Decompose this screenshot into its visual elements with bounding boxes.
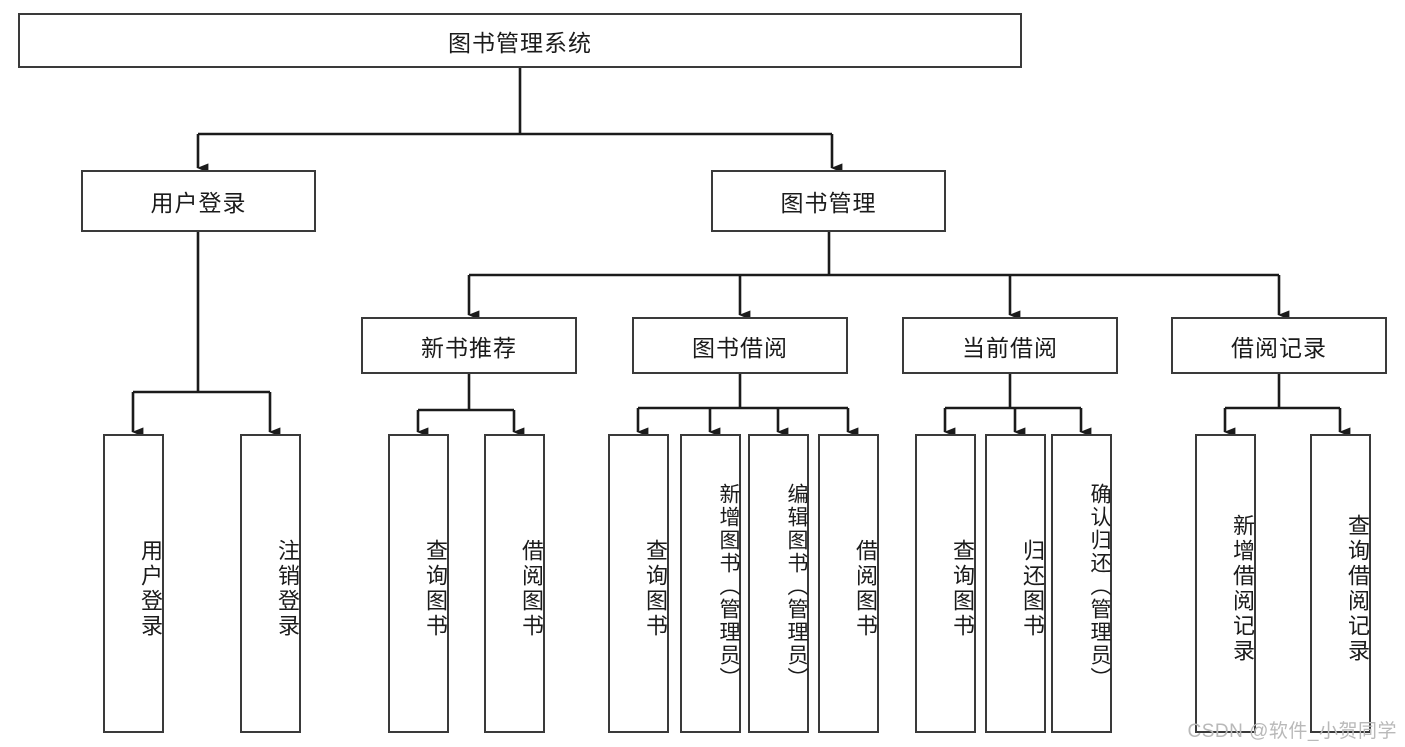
node-root-label: 图书管理系统: [448, 29, 592, 56]
leaf-confirm-return[interactable]: 确认归还（管理员）: [1051, 434, 1112, 733]
leaf-borrow-book-1-label: 借阅图书: [519, 538, 544, 639]
node-current-borrow[interactable]: 当前借阅: [902, 317, 1118, 374]
leaf-query-book-2[interactable]: 查询图书: [608, 434, 669, 733]
leaf-borrow-book-1[interactable]: 借阅图书: [484, 434, 545, 733]
leaf-query-book-1-label: 查询图书: [423, 538, 448, 639]
node-book-borrow[interactable]: 图书借阅: [632, 317, 848, 374]
leaf-logout-login[interactable]: 注销登录: [240, 434, 301, 733]
leaf-add-record[interactable]: 新增借阅记录: [1195, 434, 1256, 733]
node-borrow-record-label: 借阅记录: [1231, 334, 1327, 361]
leaf-query-record[interactable]: 查询借阅记录: [1310, 434, 1371, 733]
leaf-return-book-label: 归还图书: [1020, 538, 1045, 639]
leaf-query-record-label: 查询借阅记录: [1345, 513, 1370, 664]
leaf-add-book[interactable]: 新增图书（管理员）: [680, 434, 741, 733]
node-borrow-record[interactable]: 借阅记录: [1171, 317, 1387, 374]
node-user-login-label: 用户登录: [150, 190, 247, 216]
leaf-query-book-1[interactable]: 查询图书: [388, 434, 449, 733]
node-new-book-recommend[interactable]: 新书推荐: [361, 317, 577, 374]
leaf-borrow-book-2[interactable]: 借阅图书: [818, 434, 879, 733]
leaf-edit-book-label: 编辑图书（管理员）: [785, 483, 808, 690]
node-user-login[interactable]: 用户登录: [81, 170, 316, 232]
leaf-add-book-label: 新增图书（管理员）: [717, 483, 740, 690]
node-book-manage-label: 图书管理: [780, 190, 877, 216]
csdn-watermark: CSDN @软件_小贺同学: [1187, 721, 1397, 742]
leaf-query-book-3-label: 查询图书: [950, 538, 975, 639]
leaf-add-record-label: 新增借阅记录: [1230, 513, 1255, 664]
leaf-query-book-3[interactable]: 查询图书: [915, 434, 976, 733]
node-new-book-recommend-label: 新书推荐: [421, 334, 517, 361]
leaf-edit-book[interactable]: 编辑图书（管理员）: [748, 434, 809, 733]
node-root[interactable]: 图书管理系统: [18, 13, 1022, 68]
leaf-borrow-book-2-label: 借阅图书: [853, 538, 878, 639]
leaf-user-login[interactable]: 用户登录: [103, 434, 164, 733]
leaf-logout-login-label: 注销登录: [275, 538, 300, 639]
leaf-query-book-2-label: 查询图书: [643, 538, 668, 639]
node-book-borrow-label: 图书借阅: [692, 334, 788, 361]
leaf-return-book[interactable]: 归还图书: [985, 434, 1046, 733]
node-book-manage[interactable]: 图书管理: [711, 170, 946, 232]
leaf-user-login-label: 用户登录: [138, 538, 163, 639]
node-current-borrow-label: 当前借阅: [962, 334, 1058, 361]
leaf-confirm-return-label: 确认归还（管理员）: [1088, 483, 1111, 690]
